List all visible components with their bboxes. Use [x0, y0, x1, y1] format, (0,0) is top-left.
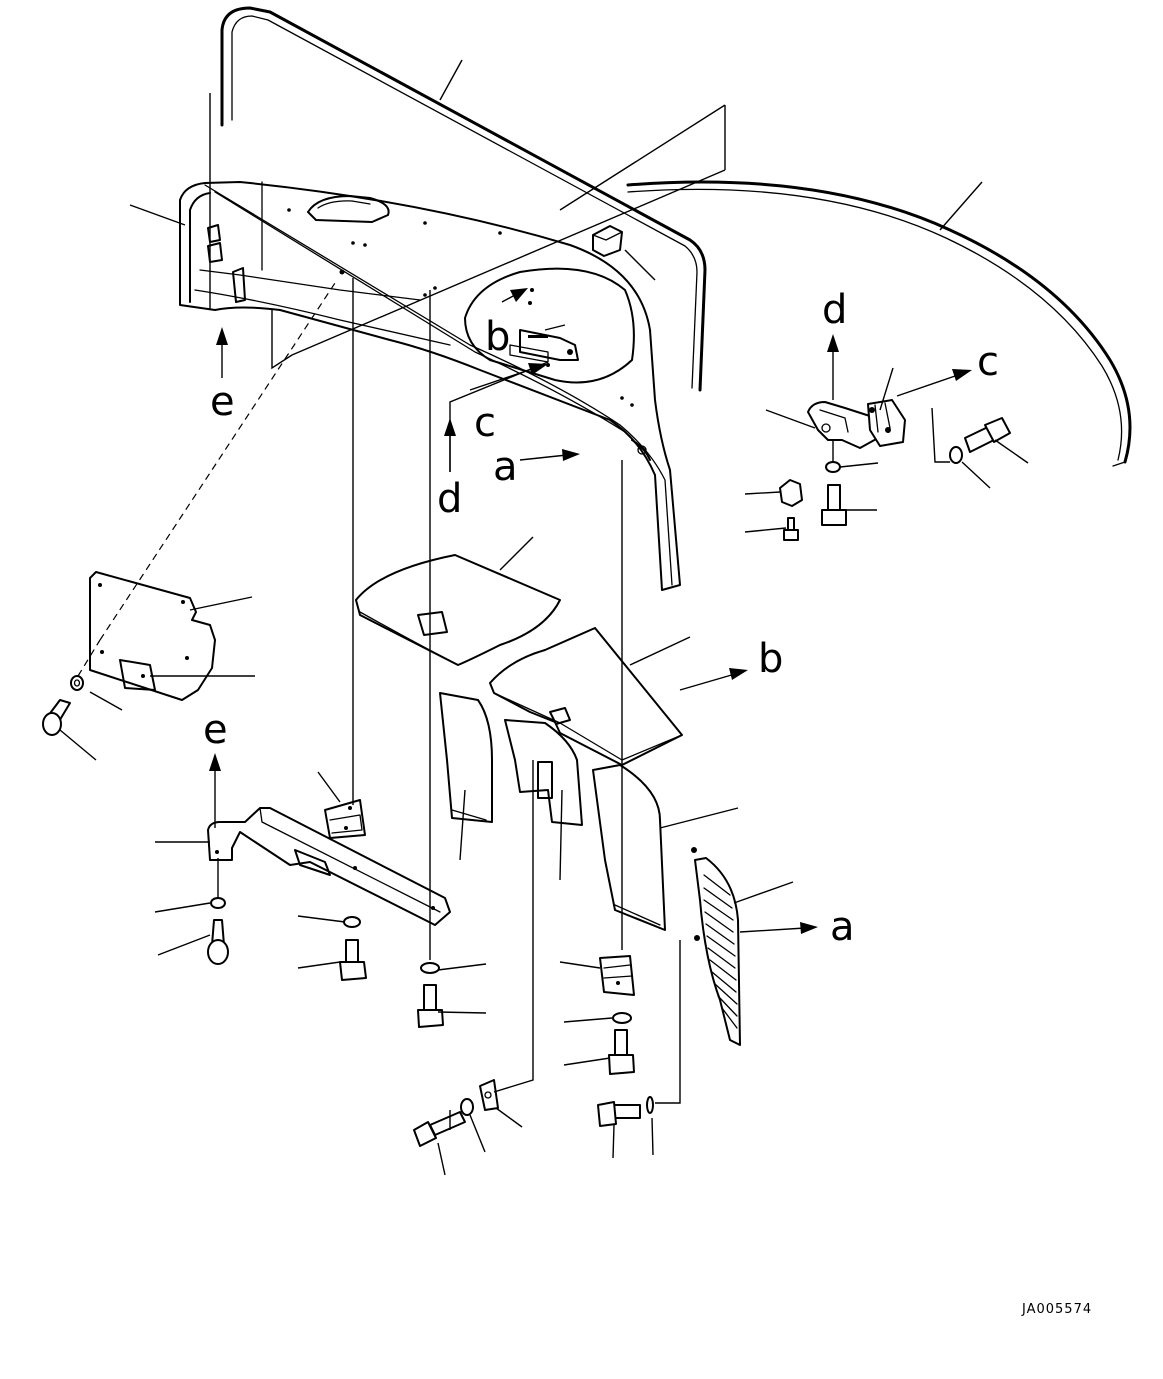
pin-6	[646, 1096, 654, 1114]
label-c-right: c	[977, 339, 999, 385]
bolt-3	[417, 984, 444, 1028]
washer-4	[612, 1012, 632, 1024]
bolt-2	[339, 939, 367, 981]
side-grille	[691, 847, 741, 1046]
right-curved-seal	[626, 180, 1132, 467]
nut-latch	[779, 479, 803, 507]
washer-latch-2	[949, 446, 963, 464]
bolt-latch-2	[964, 417, 1011, 453]
bolt-6	[597, 1101, 641, 1127]
insulation-pad-right	[592, 764, 666, 931]
label-d-right: d	[822, 287, 847, 333]
washer-5	[460, 1098, 474, 1116]
label-c-top: c	[474, 400, 496, 446]
insulation-pad-left	[439, 692, 493, 823]
drawing-code: JA005574	[1021, 1302, 1092, 1317]
hinge-bracket-center	[324, 799, 366, 839]
small-bracket-bottom	[479, 1079, 499, 1111]
label-a-top: a	[493, 444, 518, 490]
insulation-pad-center	[504, 719, 583, 826]
insulation-pad-middle	[489, 627, 683, 766]
bolt-4	[608, 1029, 635, 1075]
label-e-bottom: e	[203, 707, 228, 753]
support-stay-arm	[207, 807, 451, 926]
engine-hood-cover	[179, 181, 681, 591]
label-b-top: b	[485, 314, 510, 360]
washer-3	[420, 962, 440, 974]
bolt-latch	[821, 484, 847, 526]
bolt-5	[413, 1111, 466, 1147]
bolt-left-plate	[42, 675, 84, 736]
latch-assembly-right	[807, 399, 906, 449]
hinge-bracket-right	[599, 955, 635, 996]
left-cover-plate	[89, 571, 216, 701]
leader-lines	[59, 59, 1029, 1176]
insulation-pad-top	[355, 554, 561, 666]
washer-1	[210, 897, 226, 909]
washer-2	[343, 916, 361, 928]
label-a-bottom: a	[830, 904, 855, 950]
label-b-bottom: b	[758, 636, 783, 682]
bolt-1	[207, 919, 229, 965]
washer-latch	[825, 461, 841, 473]
reference-letters: e b c d a d c e b a	[203, 287, 999, 950]
direction-arrows	[209, 288, 972, 934]
label-e-top: e	[210, 379, 235, 425]
screw-latch	[783, 517, 799, 541]
label-d-top: d	[437, 476, 462, 522]
top-seal-strip	[220, 6, 707, 392]
